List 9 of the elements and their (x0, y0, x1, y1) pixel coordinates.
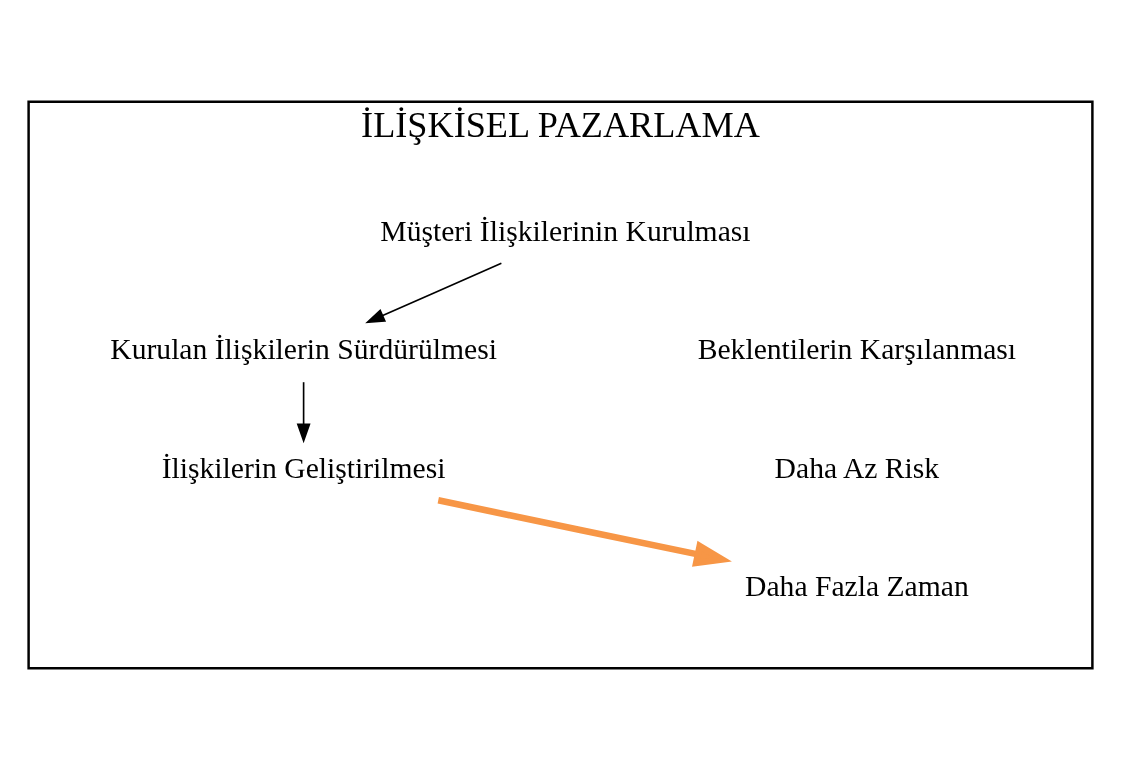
node-text: İlişkilerin Geliştirilmesi (161, 451, 446, 484)
node-text: Kurulan İlişkilerin Sürdürülmesi (110, 332, 497, 365)
arrow (296, 380, 311, 443)
arrow (437, 496, 732, 567)
node-text: Daha Fazla Zaman (745, 569, 969, 602)
node-text: Müşteri İlişkilerinin Kurulması (380, 214, 751, 247)
arrow (365, 262, 503, 323)
node-text: Daha Az Risk (774, 451, 940, 484)
node-text: Beklentilerin Karşılanması (697, 332, 1017, 365)
